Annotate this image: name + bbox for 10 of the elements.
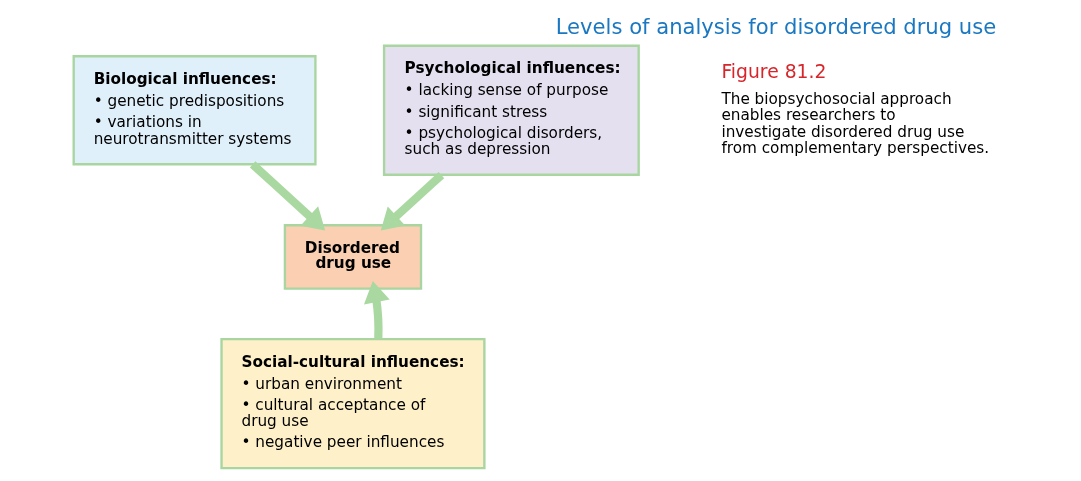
node-box: Social-cultural influences: • urban environment • cultural acceptance of drug use • negative peer influences: [219, 337, 486, 470]
arrow: [380, 172, 444, 231]
arrow: [249, 161, 325, 231]
label: Figure 81.2: [720, 61, 826, 83]
arrow: [363, 281, 390, 339]
node-box: Disordered drug use: [283, 224, 422, 290]
node-box: Psychological influences: • lacking sense of purpose • significant stress • psychological disorders, such as depression: [382, 44, 640, 176]
label: The biopsychosocial approach enables researchers to investigate disordered drug use from complementary perspectives.: [720, 89, 989, 157]
diagram-title: Levels of analysis for disordered drug use: [555, 14, 996, 40]
node-box: Biological influences: • genetic predispositions • variations in neurotransmitter systems: [72, 55, 317, 166]
